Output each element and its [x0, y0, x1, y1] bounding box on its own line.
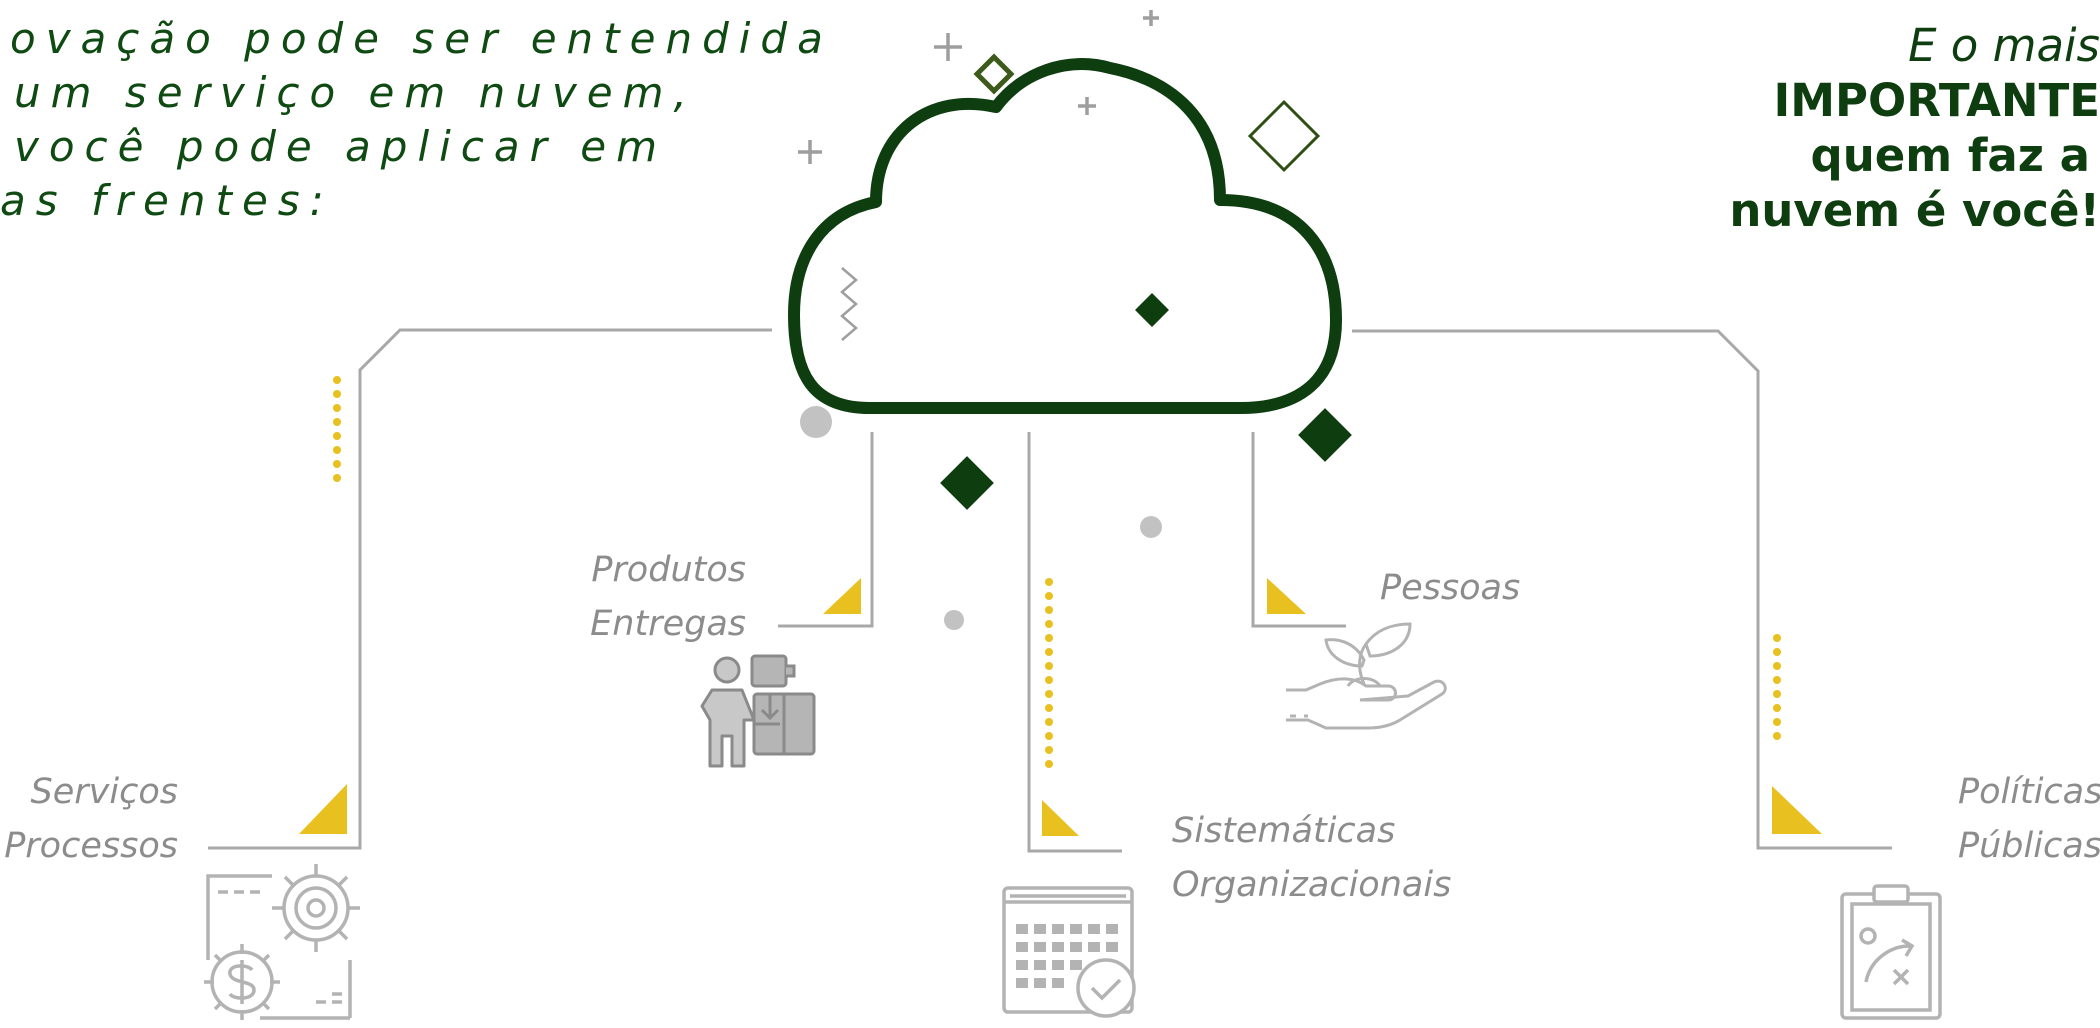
label-sistematicas: Sistemáticas Organizacionais — [1172, 804, 1451, 912]
diamond-dark-small — [1135, 293, 1169, 327]
intro-text: ovação pode ser entendida um serviço em … — [0, 12, 833, 228]
dots-politicas — [1773, 634, 1781, 740]
note-line: quem faz a — [1810, 129, 2091, 182]
triangle-servicos — [299, 784, 347, 834]
dots-servicos — [333, 376, 341, 482]
note-line: IMPORTANTE — [1773, 74, 2100, 127]
label-produtos: Produtos Entregas — [540, 543, 746, 651]
triangle-sistematicas — [1042, 800, 1079, 836]
label-sistematicas-line2: Organizacionais — [1172, 865, 1452, 905]
diamond-dark-right — [1298, 408, 1352, 462]
diamond-dark-left — [940, 456, 994, 510]
label-servicos-line1: Serviços — [30, 772, 178, 812]
triangle-pessoas — [1267, 578, 1306, 614]
zigzag-decoration — [840, 267, 858, 341]
label-produtos-line2: Entregas — [590, 604, 746, 644]
plus-deco-3 — [1078, 97, 1096, 115]
puzzle-person-icon — [700, 654, 816, 768]
label-sistematicas-line1: Sistemáticas — [1172, 811, 1396, 851]
dot-gray-large — [800, 406, 832, 438]
calendar-check-icon — [1002, 886, 1136, 1018]
note-line: E o mais — [1908, 19, 2100, 72]
hand-plant-icon — [1286, 622, 1447, 730]
label-politicas: Políticas Públicas — [1958, 765, 2100, 873]
connector-pessoas — [1251, 432, 1346, 628]
plus-deco-4 — [1143, 10, 1159, 26]
label-politicas-line1: Políticas — [1958, 772, 2100, 812]
clipboard-strategy-icon — [1840, 884, 1942, 1020]
plus-deco-1 — [934, 33, 962, 61]
plus-deco-2 — [798, 140, 822, 164]
dot-gray-small — [944, 610, 964, 630]
intro-line: ovação pode ser entendida — [10, 14, 833, 63]
label-politicas-line2: Públicas — [1958, 826, 2100, 866]
connector-produtos — [778, 432, 874, 628]
connector-sistematicas — [1027, 432, 1122, 853]
importance-note: E o mais IMPORTANTE quem faz a nuvem é v… — [1720, 18, 2100, 238]
diamond-outline-large — [1247, 99, 1321, 173]
intro-line: um serviço em nuvem, — [14, 68, 697, 117]
note-line: nuvem é você! — [1729, 184, 2100, 237]
cloud-icon — [788, 58, 1342, 414]
label-pessoas: Pessoas — [1380, 561, 1520, 615]
triangle-politicas — [1772, 786, 1822, 834]
label-servicos-line2: Processos — [4, 826, 178, 866]
gears-dollar-icon — [204, 864, 360, 1020]
diamond-outline-small — [973, 53, 1015, 95]
intro-line: as frentes: — [0, 176, 334, 225]
label-servicos: Serviços Processos — [0, 765, 178, 873]
label-pessoas-line1: Pessoas — [1380, 568, 1521, 608]
connector-politicas — [1352, 329, 1892, 850]
dot-gray-mid — [1140, 516, 1162, 538]
label-produtos-line1: Produtos — [591, 550, 746, 590]
dots-sistematicas — [1045, 578, 1053, 768]
intro-line: você pode aplicar em — [14, 122, 667, 171]
triangle-produtos — [823, 578, 861, 614]
connector-servicos — [208, 328, 772, 850]
